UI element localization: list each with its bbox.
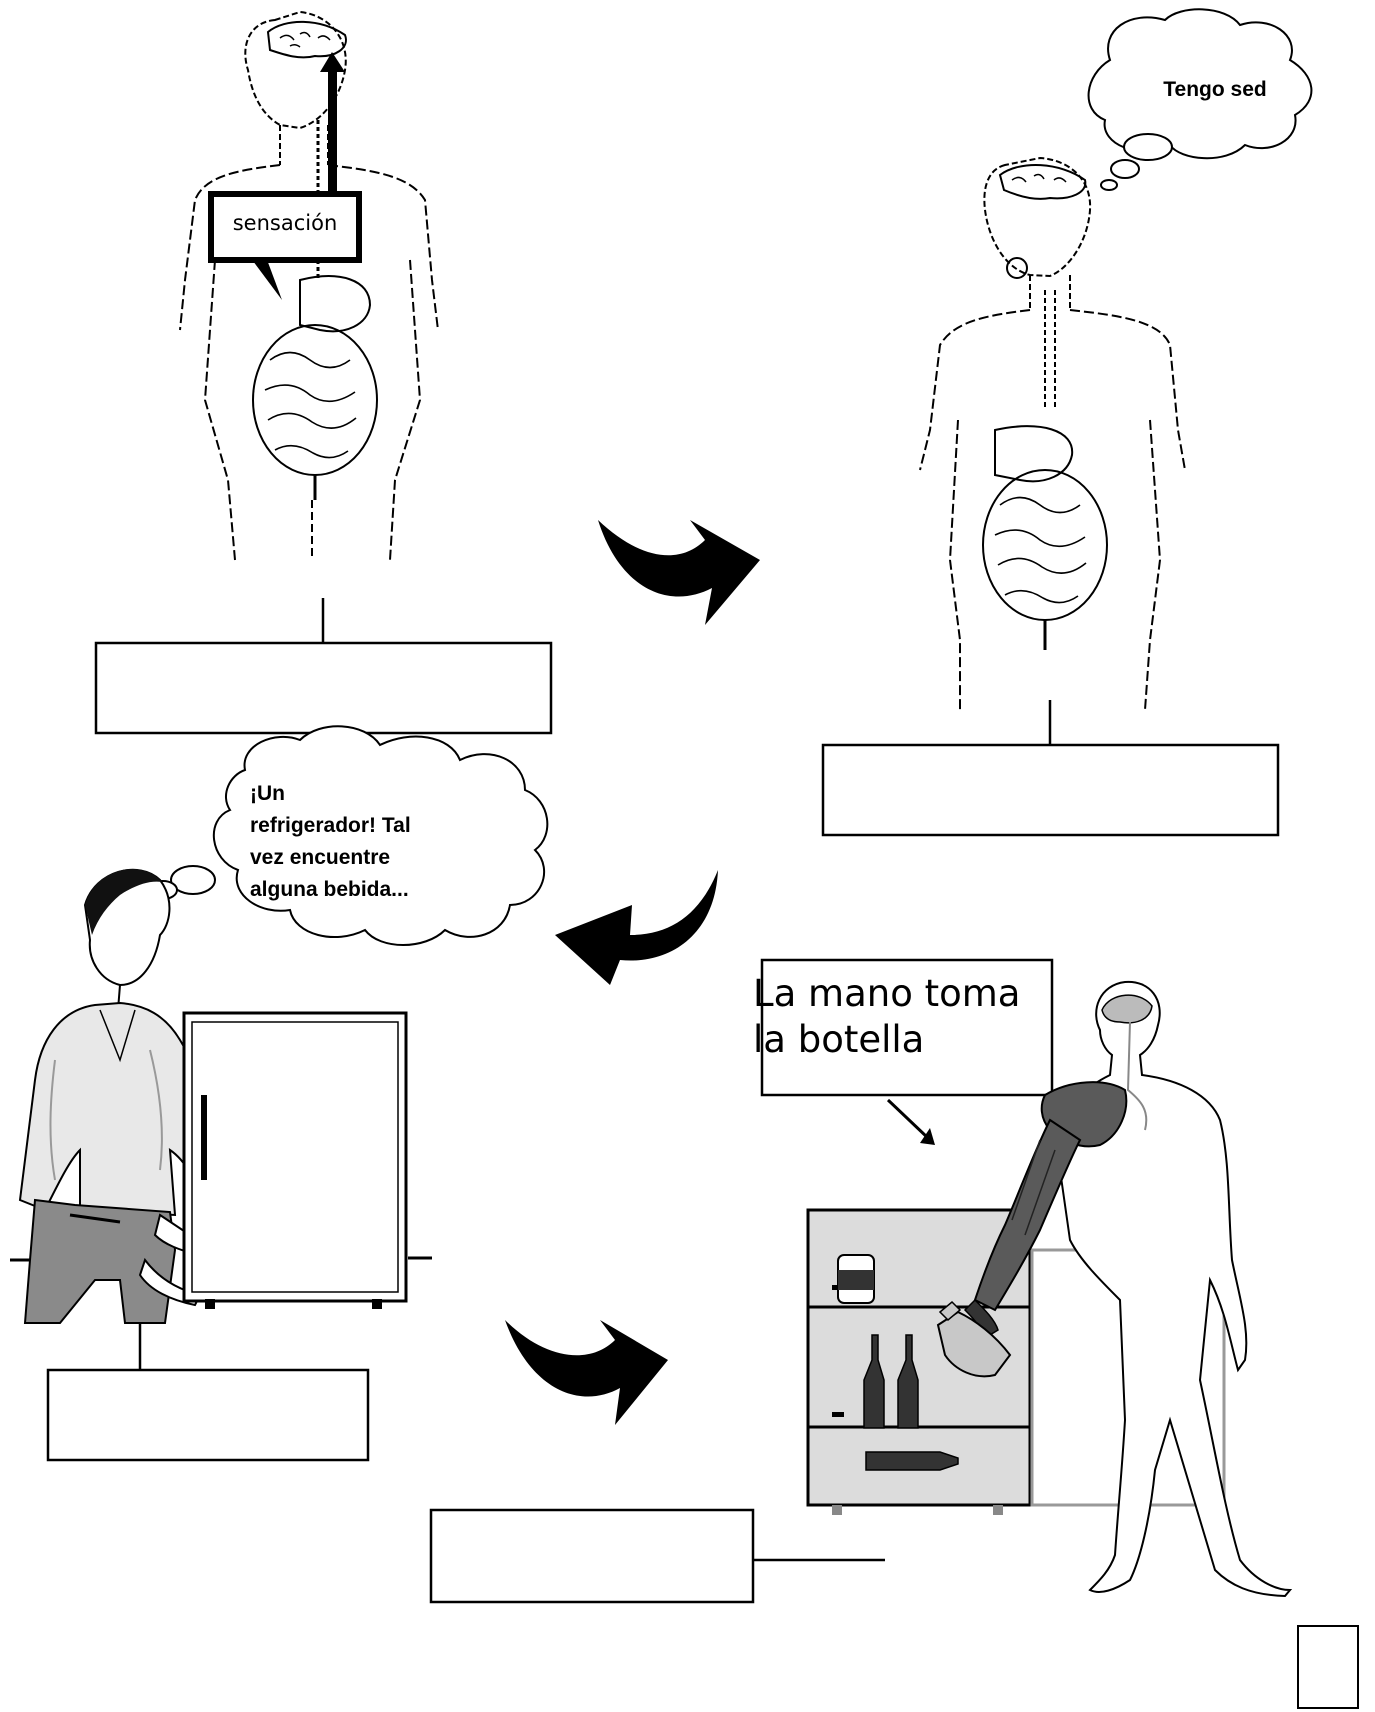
curved-arrow-right-1 (598, 520, 760, 625)
thought-refrigerator-line-1: ¡Un (250, 782, 285, 805)
hand-callout-line-2: la botella (753, 1018, 924, 1061)
hand-callout: La mano toma la botella (753, 960, 1052, 1145)
answer-box-4[interactable] (431, 1510, 753, 1602)
arrow-up-to-brain (320, 52, 345, 196)
answer-box-2[interactable] (823, 745, 1278, 835)
hand-callout-line-1: La mano toma (753, 972, 1020, 1015)
thought-refrigerator-line-4: alguna bebida... (250, 878, 409, 901)
thought-refrigerator-line-3: vez encuentre (250, 846, 390, 869)
sensation-callout-text: sensación (233, 211, 338, 235)
curved-arrow-left (555, 870, 718, 985)
sensation-callout: sensación (211, 194, 359, 300)
body-figure-thinking (920, 158, 1185, 710)
page-corner-box[interactable] (1298, 1626, 1358, 1708)
curved-arrow-right-2 (505, 1320, 668, 1425)
body-figure-sensation (180, 12, 438, 560)
thought-cloud-thirst: Tengo sed (1089, 9, 1312, 190)
thought-cloud-refrigerator: ¡Un refrigerador! Tal vez encuentre algu… (134, 726, 547, 945)
answer-box-3[interactable] (48, 1370, 368, 1460)
answer-box-1[interactable] (96, 643, 551, 733)
thought-refrigerator-line-2: refrigerador! Tal (250, 814, 411, 837)
thought-thirst-text: Tengo sed (1163, 78, 1266, 101)
